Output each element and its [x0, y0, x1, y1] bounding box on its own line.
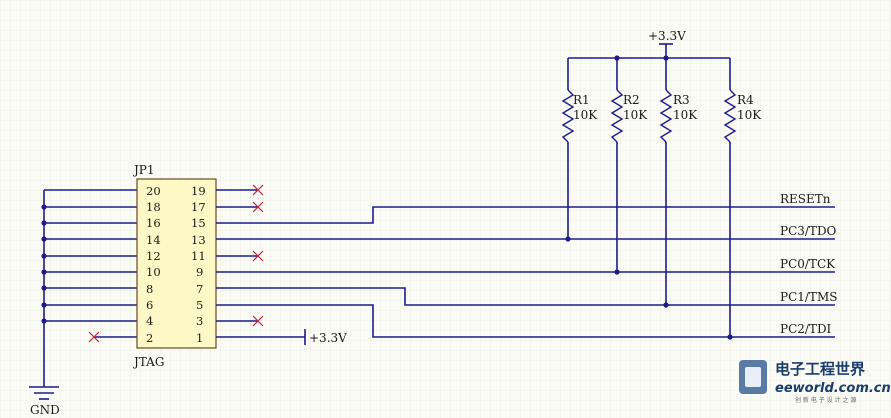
net-label: PC0/TCK	[780, 257, 836, 271]
pin-label: 7	[196, 282, 203, 296]
pin-label: 12	[146, 249, 161, 263]
pin-label: 10	[146, 265, 161, 279]
pin-label: 20	[146, 184, 161, 198]
svg-text:R1: R1	[573, 93, 590, 107]
svg-text:10K: 10K	[737, 108, 762, 122]
pin-label: 6	[146, 298, 153, 312]
component-name: JTAG	[132, 355, 164, 369]
no-connect-icon	[88, 331, 100, 343]
nc-stubs	[216, 189, 258, 322]
power-label-top: +3.3V	[648, 29, 686, 43]
jtag-connector-body	[136, 178, 217, 349]
svg-text:R4: R4	[737, 93, 754, 107]
pin-label: 14	[146, 233, 161, 247]
pin-label: 3	[196, 314, 203, 328]
resistor-r2: R2 10K	[610, 58, 648, 275]
ground-bus	[41, 189, 137, 387]
pin-numbers-left: 20 18 16 14 12 10 8 6 4 2	[146, 184, 161, 345]
watermark-title: 电子工程世界	[775, 360, 865, 378]
svg-text:10K: 10K	[623, 108, 648, 122]
no-connect-icon	[252, 201, 264, 213]
net-label: PC1/TMS	[780, 290, 837, 304]
pin-label: 9	[196, 265, 203, 279]
pin-label: 15	[191, 216, 206, 230]
resistor-r1: R1 10K	[561, 58, 598, 242]
svg-text:R2: R2	[623, 93, 640, 107]
ground-icon	[29, 386, 59, 400]
pin-numbers-right: 19 17 15 13 11 9 7 5 3 1	[191, 184, 206, 345]
resistor-r3: R3 10K	[659, 58, 698, 308]
net-label: RESETn	[780, 192, 831, 206]
watermark: 电子工程世界 eeworld.com.cn 创 新 电 子 设 计 之 源	[739, 360, 891, 404]
pin-label: 2	[146, 331, 153, 345]
pin-label: 5	[196, 298, 203, 312]
no-connect-icon	[252, 315, 264, 327]
component-designator: JP1	[132, 163, 155, 177]
watermark-sub: 创 新 电 子 设 计 之 源	[795, 396, 856, 404]
pin-label: 16	[146, 216, 161, 230]
svg-text:10K: 10K	[573, 108, 598, 122]
pin-label: 17	[191, 200, 206, 214]
net-label: PC3/TDO	[780, 224, 837, 238]
net-labels: RESETn PC3/TDO PC0/TCK PC1/TMS PC2/TDI	[780, 192, 837, 336]
pin-label: 11	[191, 249, 206, 263]
net-label: PC2/TDI	[780, 322, 832, 336]
pin-label: 13	[191, 233, 206, 247]
no-connect-icon	[252, 184, 264, 196]
pin-label: 1	[196, 331, 203, 345]
watermark-site: eeworld.com.cn	[775, 381, 891, 396]
pin-label: 18	[146, 200, 161, 214]
pin-label: 4	[146, 314, 153, 328]
power-label-pin1: +3.3V	[309, 331, 347, 345]
svg-text:R3: R3	[673, 93, 690, 107]
ground-label: GND	[30, 403, 60, 417]
resistor-r4: R4 10K	[723, 58, 762, 340]
net-wires	[216, 206, 835, 338]
pin-label: 8	[146, 282, 153, 296]
svg-text:10K: 10K	[673, 108, 698, 122]
pin-label: 19	[191, 184, 206, 198]
no-connect-icon	[252, 250, 264, 262]
